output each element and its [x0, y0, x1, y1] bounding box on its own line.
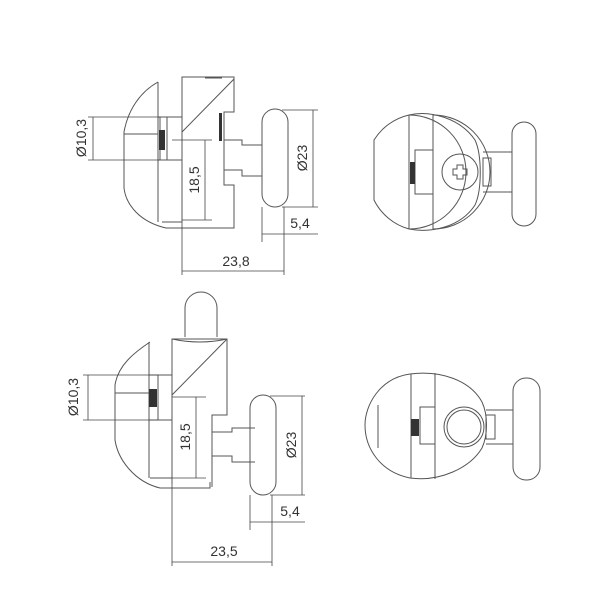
bottom-wheel-width-label: 5,4 [280, 503, 300, 519]
top-height-label: 18,5 [186, 166, 202, 193]
bottom-diameter-label: Ø10,3 [65, 378, 81, 416]
bottom-height-label: 18,5 [177, 423, 193, 450]
bottom-depth-label: 23,5 [210, 543, 237, 559]
top-front-view [373, 113, 537, 231]
bottom-front-view [364, 372, 541, 481]
top-dimensions: Ø10,3 18,5 Ø23 5,4 23,8 [73, 109, 318, 275]
top-wheel-diameter-label: Ø23 [294, 145, 310, 172]
bottom-wheel-diameter-label: Ø23 [283, 432, 299, 459]
top-side-view [123, 76, 289, 229]
top-diameter-label: Ø10,3 [73, 119, 89, 157]
bottom-dimensions: Ø10,3 18,5 Ø23 5,4 23,5 [65, 374, 305, 566]
bottom-side-view [114, 291, 277, 496]
top-depth-label: 23,8 [222, 253, 249, 269]
top-wheel-width-label: 5,4 [290, 215, 310, 231]
